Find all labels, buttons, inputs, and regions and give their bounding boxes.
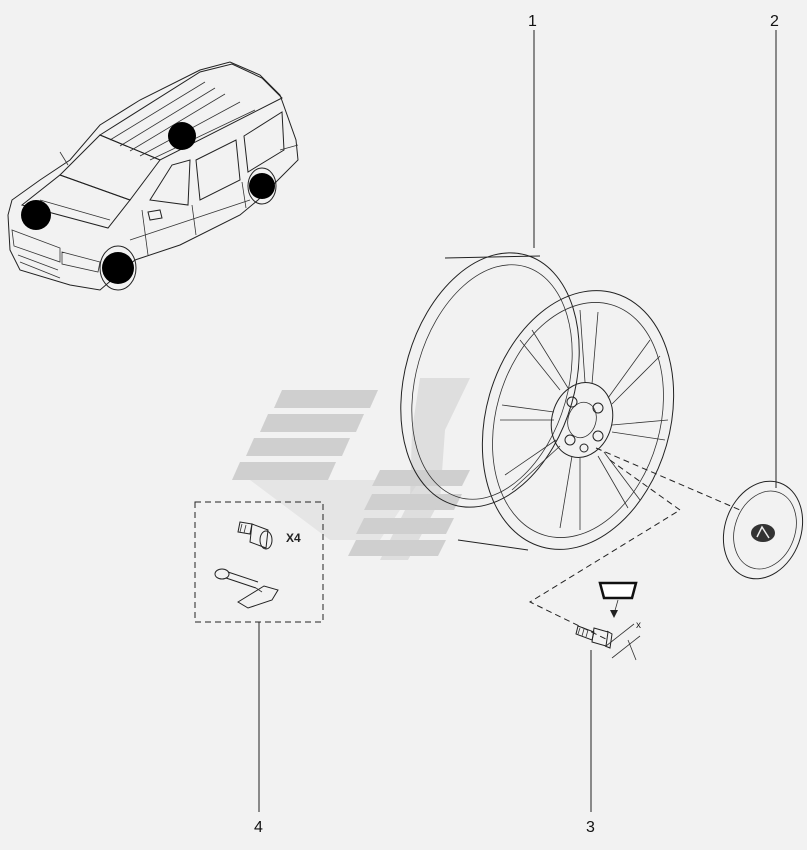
highlight-dot-roof [168,122,196,150]
callout-1: 1 [528,13,537,30]
lada-logo-icon [751,524,775,542]
wheel-bolt[interactable]: x [575,581,641,661]
car-illustration [7,61,299,291]
leader-lines [258,30,777,812]
highlight-dot-rear-wheel [249,173,275,199]
torque-label-box [598,581,638,600]
hub-cap[interactable] [710,470,807,590]
callout-3: 3 [586,819,595,836]
highlight-dot-front-left [21,200,51,230]
wheel-rim[interactable] [372,232,702,573]
highlight-dot-front-wheel [102,252,134,284]
dimension-label: x [636,620,641,631]
callout-2: 2 [770,13,779,30]
callout-4: 4 [254,819,263,836]
kit-quantity-label: X4 [286,531,301,545]
